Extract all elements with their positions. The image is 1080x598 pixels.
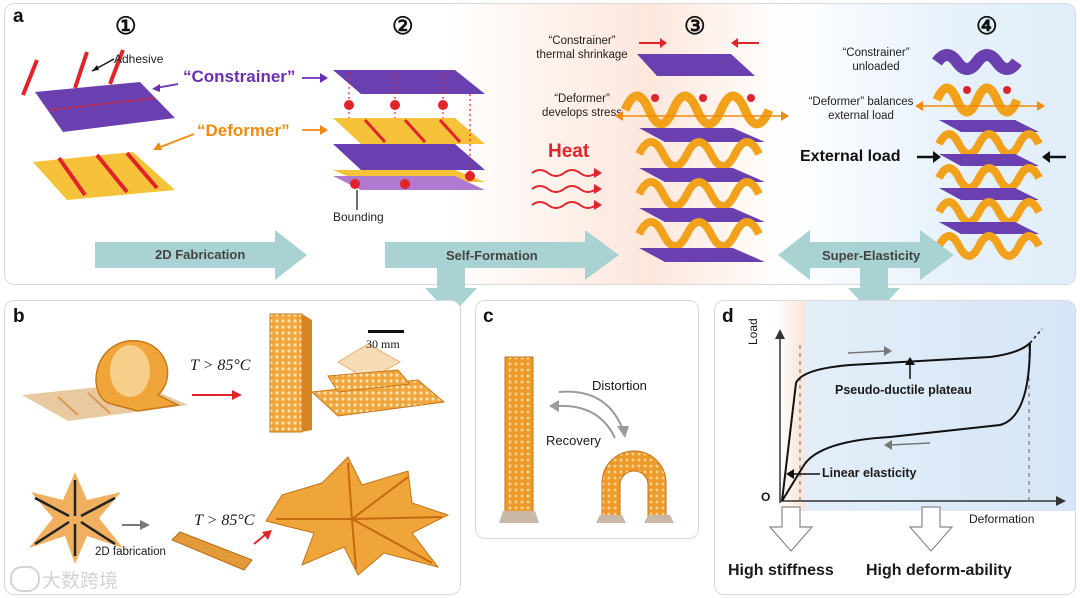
step-4-number: ④ — [976, 13, 998, 40]
scale-bar — [368, 330, 404, 333]
flow-arrow-super-elasticity — [778, 230, 954, 316]
constrainer-arrow-right — [302, 73, 328, 83]
distortion-recovery-arrows — [549, 390, 629, 439]
constrainer-label: “Constrainer” — [183, 67, 296, 86]
recovery-label: Recovery — [546, 433, 601, 448]
temp-top-label: T > 85°C — [190, 357, 251, 374]
rolled-tube — [171, 531, 253, 571]
constrainer-arrow-left — [152, 83, 179, 92]
star-sheet — [29, 472, 123, 564]
flow-arrow-self-formation — [385, 230, 619, 316]
heat-gradient — [445, 4, 785, 284]
constrainer-unloaded-line1: “Constrainer” — [842, 47, 910, 59]
constrainer-shrink-text: “Constrainer” thermal shrinkage — [512, 34, 652, 62]
temp-bottom-label: T > 85°C — [194, 512, 255, 529]
flow-fabrication-label: 2D Fabrication — [155, 247, 246, 262]
deformer-balances-line2: external load — [828, 110, 894, 122]
flow-super-elasticity-label: Super-Elasticity — [822, 248, 921, 263]
panel-a-label: a — [13, 6, 24, 27]
deformer-stress-line1: “Deformer” — [554, 93, 610, 105]
fabrication-label: 2D fabrication — [95, 546, 166, 558]
deformer-stress-text: “Deformer” develops stress — [512, 92, 652, 120]
lattice-structures — [269, 313, 446, 433]
deform-down-arrow — [908, 506, 954, 552]
distortion-label: Distortion — [592, 378, 647, 393]
heat-waves — [531, 168, 602, 210]
step2-stack — [333, 70, 485, 190]
deformation-axis-label: Deformation — [969, 512, 1035, 526]
step1-illustration — [21, 49, 175, 200]
high-deformability-label: High deform-ability — [866, 562, 1012, 579]
step4-structure — [915, 49, 1045, 260]
deformer-balances-line1: “Deformer” balances — [808, 96, 914, 108]
step-1-number: ① — [115, 13, 137, 40]
external-load-arrow-left — [917, 151, 941, 163]
gray-arrow — [122, 520, 150, 530]
flow-arrow-fabrication — [95, 230, 307, 280]
rolled-sheet — [22, 340, 188, 421]
step-2-number: ② — [392, 13, 414, 40]
watermark-logo-icon — [10, 566, 40, 592]
step-3-number: ③ — [684, 13, 706, 40]
origin-label: O — [761, 490, 771, 504]
deformer-arrow-left — [153, 133, 195, 150]
bounding-pointer — [356, 190, 358, 210]
panel-d-label: d — [722, 306, 734, 327]
plateau-label: Pseudo-ductile plateau — [835, 383, 972, 397]
red-arrow-top — [192, 390, 242, 400]
adhesive-label: Adhesive — [114, 52, 164, 66]
high-stiffness-label: High stiffness — [728, 562, 834, 579]
deformer-arrow-right — [302, 125, 328, 135]
adhesive-pointer — [91, 58, 115, 72]
panel-d — [714, 300, 1076, 595]
load-axis-label: Load — [746, 318, 760, 345]
deformer-balances-text: “Deformer” balances external load — [796, 95, 926, 123]
stiffness-down-arrow — [768, 506, 814, 552]
constrainer-shrink-line2: thermal shrinkage — [536, 49, 628, 61]
deformer-stress-line2: develops stress — [542, 107, 622, 119]
deform-zone — [805, 301, 1075, 511]
leaf-lattice — [265, 456, 450, 576]
bounding-label: Bounding — [333, 210, 384, 224]
watermark-text: 大数跨境 — [42, 570, 119, 592]
external-load-arrow-right — [1042, 151, 1066, 163]
panel-c-label: c — [483, 306, 494, 327]
linear-elasticity-label: Linear elasticity — [822, 466, 917, 480]
arch-lattice — [596, 450, 674, 523]
load-deformation-plot — [775, 328, 1066, 506]
step3-structure — [615, 54, 789, 262]
flow-self-formation-label: Self-Formation — [446, 248, 538, 263]
constrainer-unloaded-line2: unloaded — [852, 61, 900, 73]
panel-b-label: b — [13, 306, 25, 327]
deformer-label: “Deformer” — [197, 121, 290, 140]
constrainer-shrink-line1: “Constrainer” — [548, 35, 616, 47]
shrink-arrows — [639, 38, 759, 48]
red-arrow-bottom — [253, 530, 272, 545]
external-load-label: External load — [800, 148, 901, 165]
constrainer-unloaded-text: “Constrainer” unloaded — [816, 46, 936, 74]
tall-lattice-column — [499, 356, 539, 523]
heat-label: Heat — [548, 141, 590, 162]
scale-label: 30 mm — [366, 337, 400, 351]
